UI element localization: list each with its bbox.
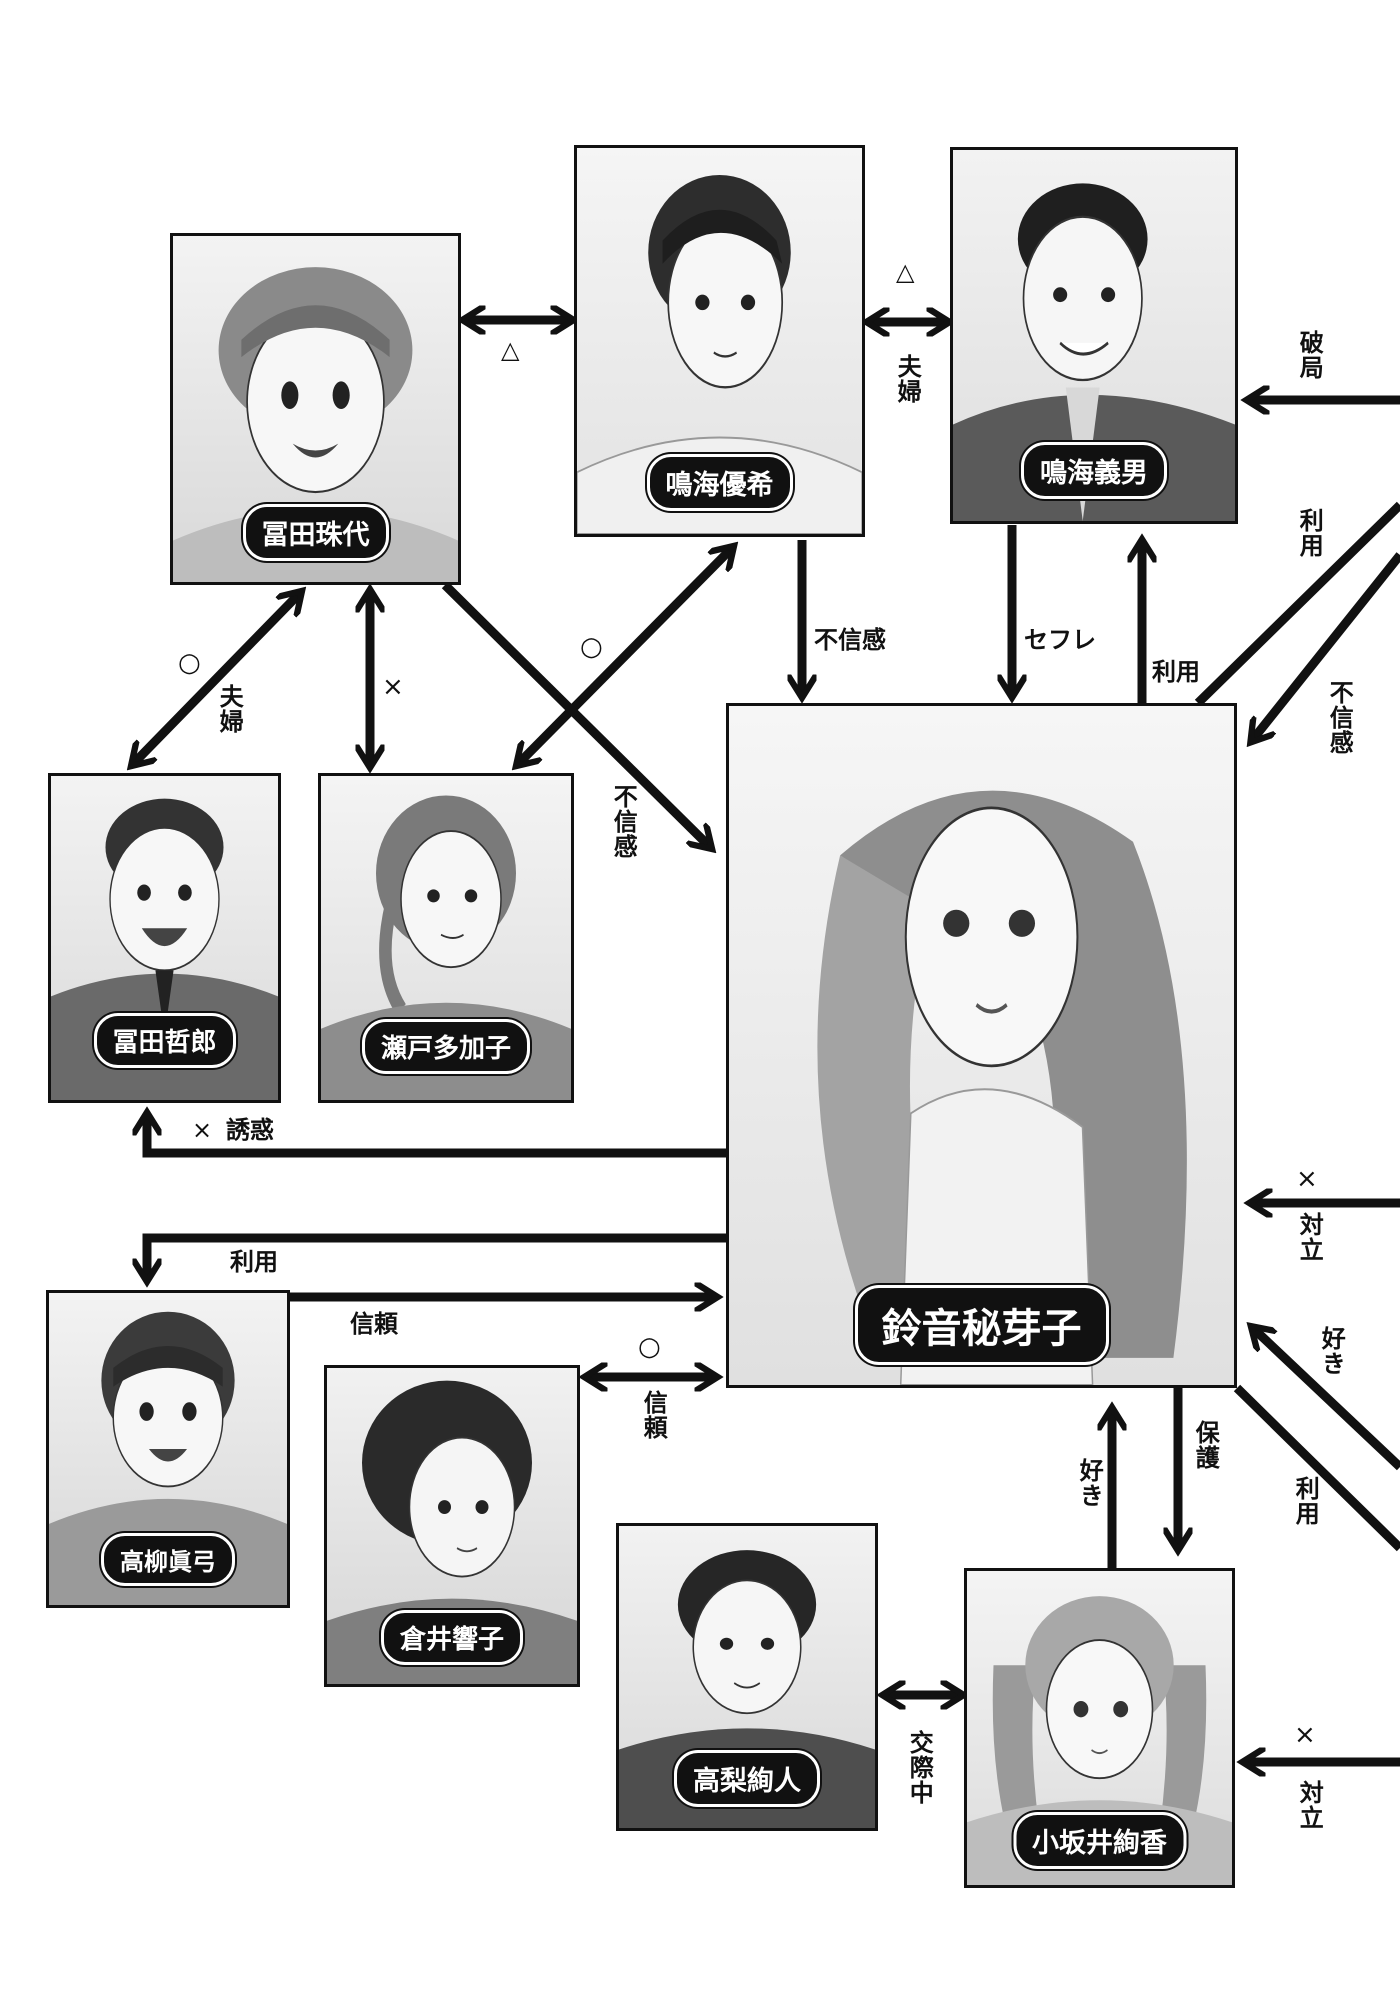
- label-right-riyo-lower: 利用: [1291, 1476, 1320, 1526]
- name-narumi-yuki: 鳴海優希: [646, 453, 793, 511]
- mark-tamayo-tetsuro: ○: [178, 648, 201, 678]
- arrow-yuki-takako: [520, 550, 730, 762]
- mark-yuki-takako: ○: [580, 632, 603, 662]
- label-mayumi-to-himeko: 信頼: [350, 1310, 398, 1338]
- name-tomita-tetsuro: 冨田哲郎: [93, 1012, 236, 1068]
- label-bottom-taiitsu: 対立: [1295, 1780, 1324, 1830]
- name-tomita-tamayo: 冨田珠代: [242, 504, 389, 562]
- label-right-taiitsu: 対立: [1295, 1212, 1324, 1262]
- name-kurai-kyoko: 倉井響子: [380, 1610, 524, 1666]
- portrait-takayanagi-mayumi: 高柳眞弓: [46, 1290, 290, 1608]
- name-takayanagi-mayumi: 高柳眞弓: [101, 1533, 235, 1587]
- portrait-kosakai-ayaka: 小坂井絢香: [964, 1568, 1235, 1888]
- name-kosakai-ayaka: 小坂井絢香: [1013, 1812, 1186, 1870]
- portrait-narumi-yuki: 鳴海優希: [574, 145, 865, 537]
- arrow-tamayo-to-himeko: [441, 581, 708, 845]
- mark-yuki-yoshio: △: [896, 258, 915, 286]
- line-himeko-to-right-upper: [1194, 501, 1400, 707]
- label-junto-ayaka: 交際中: [905, 1730, 934, 1805]
- label-ayaka-to-himeko: 好き: [1075, 1458, 1104, 1508]
- label-yuwaku: 誘惑: [226, 1116, 274, 1144]
- label-yoshio-to-himeko: セフレ: [1024, 626, 1096, 654]
- narumi-yuki-illustration: [577, 175, 862, 534]
- portrait-tomita-tetsuro: 冨田哲郎: [48, 773, 281, 1103]
- mark-kyoko-himeko: ○: [638, 1332, 661, 1362]
- label-himeko-to-ayaka: 保護: [1191, 1420, 1220, 1470]
- suzune-himeko-illustration: [817, 790, 1187, 1385]
- label-riyo-to-mayumi: 利用: [230, 1248, 278, 1276]
- portrait-narumi-yoshio: 鳴海義男: [950, 147, 1238, 524]
- mark-yuwaku: ×: [192, 1116, 213, 1144]
- portrait-kurai-kyoko: 倉井響子: [324, 1365, 580, 1687]
- label-right-to-himeko-top: 不信感: [1325, 680, 1354, 755]
- kurai-kyoko-illustration: [327, 1380, 577, 1684]
- name-suzune-himeko: 鈴音秘芽子: [854, 1284, 1109, 1365]
- mark-right-taiitsu: ×: [1296, 1164, 1318, 1194]
- arrow-right-to-himeko-top: [1254, 552, 1400, 738]
- arrow-himeko-to-tetsuro: [147, 1118, 726, 1158]
- mark-bottom-taiitsu: ×: [1294, 1720, 1316, 1750]
- portrait-seto-takako: 瀬戸多加子: [318, 773, 574, 1103]
- name-seto-takako: 瀬戸多加子: [361, 1019, 531, 1075]
- mark-tamayo-takako: ×: [382, 672, 404, 702]
- portrait-suzune-himeko: 鈴音秘芽子: [726, 703, 1237, 1388]
- name-narumi-yoshio: 鳴海義男: [1021, 441, 1167, 499]
- label-himeko-to-yoshio: 利用: [1152, 658, 1200, 686]
- arrow-himeko-to-mayumi: [147, 1233, 726, 1276]
- label-tamayo-tetsuro: 夫婦: [215, 684, 244, 734]
- portrait-takanashi-junto: 高梨絢人: [616, 1523, 878, 1831]
- label-tamayo-to-himeko: 不信感: [609, 784, 638, 859]
- arrow-tamayo-tetsuro: [135, 595, 298, 762]
- mark-tamayo-yuki: △: [501, 336, 520, 364]
- label-yuki-yoshio: 夫婦: [893, 354, 922, 404]
- label-kyoko-himeko: 信頼: [639, 1390, 668, 1440]
- label-hakyoku: 破局: [1295, 330, 1324, 380]
- portrait-tomita-tamayo: 冨田珠代: [170, 233, 461, 585]
- label-yuki-to-himeko: 不信感: [814, 626, 886, 654]
- label-riyo-right-upper: 利用: [1295, 508, 1324, 558]
- label-right-suki: 好き: [1317, 1326, 1346, 1376]
- arrow-right-to-himeko-suki: [1255, 1330, 1400, 1471]
- name-takanashi-junto: 高梨絢人: [674, 1749, 820, 1807]
- line-himeko-to-right-lower: [1233, 1384, 1400, 1552]
